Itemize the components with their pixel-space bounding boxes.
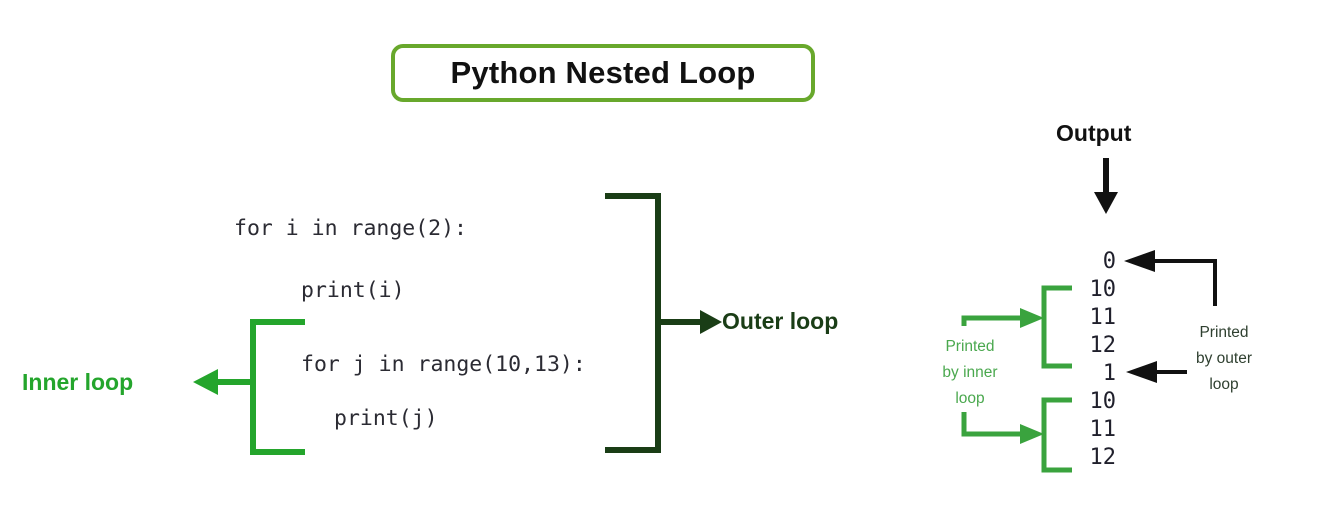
inner-loop-bracket: [250, 319, 305, 455]
output-value-6: 11: [1089, 417, 1117, 442]
code-line-2: print(i): [301, 278, 405, 303]
outer-loop-bracket: [605, 193, 661, 453]
printed-by-inner-line-1: Printed: [945, 338, 995, 355]
printed-by-inner-line-3: loop: [955, 390, 985, 407]
output-value-3: 12: [1089, 333, 1117, 358]
printed-by-inner-note: Printed by inner loop: [916, 334, 1024, 412]
outer-loop-label: Outer loop: [722, 308, 839, 334]
inner-output-bracket-2: [1041, 397, 1072, 473]
inner-output-arrow-2: [961, 412, 1044, 444]
outer-loop-arrow: [658, 310, 722, 334]
output-label: Output: [1056, 120, 1132, 146]
outer-output-arrow-0: [1124, 250, 1217, 306]
output-down-arrow-icon: [1094, 158, 1118, 214]
output-value-0: 0: [1102, 249, 1116, 274]
inner-loop-arrow: [193, 369, 253, 395]
inner-output-arrow-1: [961, 308, 1044, 328]
output-value-7: 12: [1089, 445, 1117, 470]
code-line-3: for j in range(10,13):: [301, 352, 586, 377]
printed-by-outer-line-2: by outer: [1195, 350, 1252, 367]
output-value-1: 10: [1089, 277, 1117, 302]
printed-by-outer-line-1: Printed: [1199, 324, 1249, 341]
printed-by-inner-line-2: by inner: [942, 364, 998, 381]
title-box: Python Nested Loop: [391, 44, 815, 102]
inner-output-bracket-1: [1041, 285, 1072, 369]
output-value-2: 11: [1089, 305, 1117, 330]
code-line-4: print(j): [334, 406, 438, 431]
printed-by-outer-note: Printed by outer loop: [1168, 320, 1280, 398]
page-title: Python Nested Loop: [450, 55, 756, 90]
code-line-1: for i in range(2):: [234, 216, 467, 241]
inner-loop-label: Inner loop: [22, 369, 134, 395]
printed-by-outer-line-3: loop: [1209, 376, 1239, 393]
output-value-4: 1: [1102, 361, 1116, 386]
output-value-5: 10: [1089, 389, 1117, 414]
